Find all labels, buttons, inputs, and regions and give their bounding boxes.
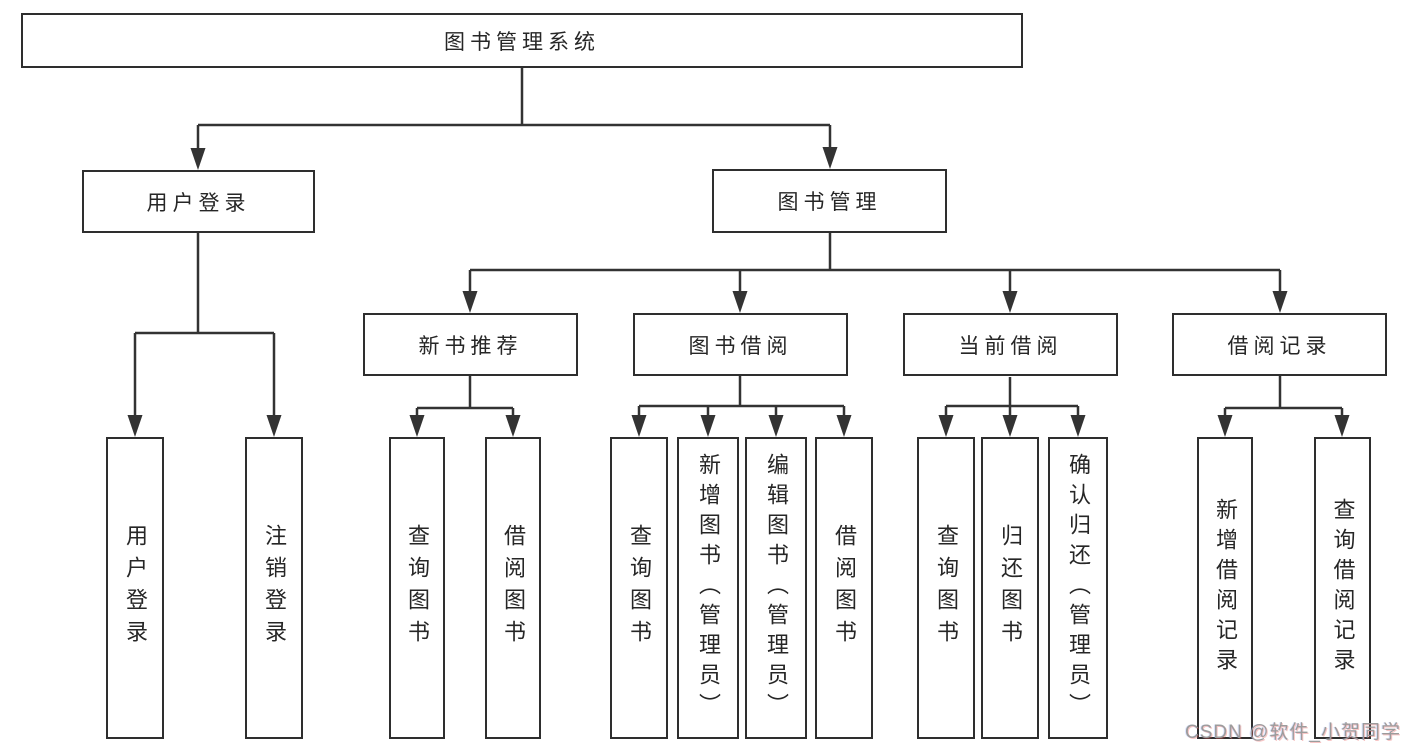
csdn-watermark: CSDN @软件_小贺同学	[1185, 722, 1401, 743]
node-label: 借阅记录	[1227, 334, 1332, 358]
node-label: 查询图书	[934, 524, 959, 652]
leaf-recommend-borrow-books: 借阅图书	[485, 437, 541, 739]
node-label: 确认归还（管理员）	[1066, 453, 1091, 723]
leaf-borrow-query-books: 查询图书	[610, 437, 668, 739]
leaf-return-books: 归还图书	[981, 437, 1039, 739]
node-user-login: 用户登录	[82, 170, 315, 233]
node-label: 图书管理系统	[444, 30, 600, 54]
leaf-query-borrow-record: 查询借阅记录	[1314, 437, 1371, 739]
leaf-recommend-query-books: 查询图书	[389, 437, 445, 739]
node-label: 借阅图书	[832, 524, 857, 652]
node-label: 查询图书	[405, 524, 430, 652]
node-label: 新增图书（管理员）	[696, 453, 721, 723]
node-label: 图书管理	[777, 191, 882, 214]
leaf-add-borrow-record: 新增借阅记录	[1197, 437, 1253, 739]
leaf-borrow-books: 借阅图书	[815, 437, 873, 739]
node-label: 新书推荐	[418, 334, 523, 358]
node-label: 用户登录	[123, 524, 148, 652]
node-current-borrowing: 当前借阅	[903, 313, 1118, 376]
leaf-logout: 注销登录	[245, 437, 303, 739]
node-label: 当前借阅	[958, 334, 1063, 358]
node-book-management: 图书管理	[712, 169, 947, 233]
leaf-user-login: 用户登录	[106, 437, 164, 739]
node-label: 归还图书	[998, 524, 1023, 652]
leaf-current-query-books: 查询图书	[917, 437, 975, 739]
leaf-confirm-return-admin: 确认归还（管理员）	[1048, 437, 1108, 739]
node-label: 用户登录	[146, 191, 251, 215]
leaf-edit-books-admin: 编辑图书（管理员）	[745, 437, 807, 739]
node-label: 图书借阅	[688, 334, 793, 358]
node-label: 查询借阅记录	[1330, 498, 1356, 678]
node-label: 注销登录	[262, 524, 287, 652]
node-library-management-system: 图书管理系统	[21, 13, 1023, 68]
node-label: 查询图书	[627, 524, 652, 652]
node-label: 编辑图书（管理员）	[764, 453, 789, 723]
node-label: 新增借阅记录	[1213, 498, 1238, 678]
leaf-add-books-admin: 新增图书（管理员）	[677, 437, 739, 739]
node-new-book-recommendation: 新书推荐	[363, 313, 578, 376]
node-label: 借阅图书	[501, 524, 526, 652]
node-book-borrowing: 图书借阅	[633, 313, 848, 376]
node-borrowing-records: 借阅记录	[1172, 313, 1387, 376]
